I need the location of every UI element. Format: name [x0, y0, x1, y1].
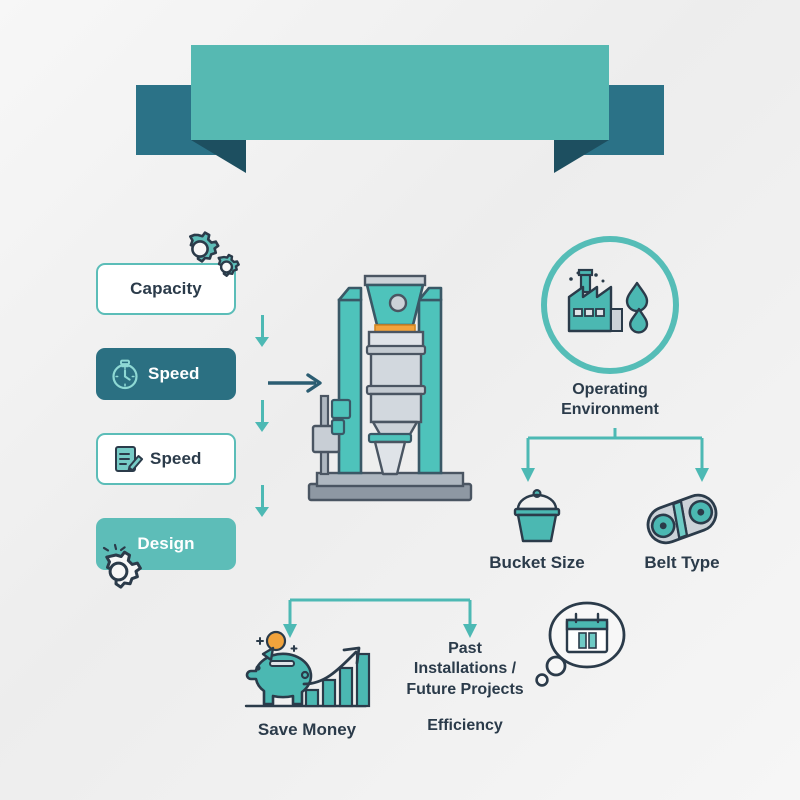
operating-environment-ring — [541, 236, 679, 374]
flow-step-capacity-label: Capacity — [130, 279, 202, 298]
flow-step-capacity[interactable]: Capacity — [96, 263, 236, 315]
factory-water-drops-icon — [567, 268, 649, 334]
flow-arrow-3 — [255, 507, 269, 517]
flow-step-design-label: Design — [137, 534, 195, 553]
flow-step-speed-primary[interactable]: Speed — [96, 348, 236, 400]
branch-belt-type[interactable]: Belt Type — [622, 487, 742, 573]
flow-connector-2 — [261, 400, 264, 424]
flow-step-speed-secondary-label: Speed — [150, 449, 202, 468]
outcome-save-money-label: Save Money — [257, 720, 357, 739]
bucket-elevator-machine — [307, 274, 473, 502]
right-arrow-icon — [268, 373, 322, 393]
outcome-title-line3: Future Projects — [406, 680, 524, 698]
flow-connector-3 — [261, 485, 264, 509]
flow-step-speed-secondary[interactable]: Speed — [96, 433, 236, 485]
outcomes-branch-connector — [283, 598, 477, 638]
outcome-save-money[interactable]: Save Money — [232, 630, 382, 740]
piggy-bank-growth-chart-icon — [244, 630, 371, 708]
ribbon-fold-right — [554, 140, 609, 173]
outcome-title-line1: Past — [448, 640, 482, 657]
branch-belt-type-label: Belt Type — [644, 553, 720, 572]
piggy-bank-icon-wrap — [232, 630, 382, 712]
ribbon-fold-left — [191, 140, 246, 173]
flow-arrow-1 — [255, 337, 269, 347]
operating-environment-label-line2: Environment — [561, 401, 659, 418]
flow-step-speed-primary-label: Speed — [148, 364, 200, 383]
outcome-past-installations[interactable]: Past Installations / Future Projects Eff… — [391, 639, 539, 735]
flow-arrow-2 — [255, 422, 269, 432]
branch-bucket-size-label: Bucket Size — [489, 553, 585, 572]
belt-icon-wrap — [622, 487, 742, 545]
environment-branch-connector — [521, 428, 709, 482]
belt-pulley-icon — [646, 493, 718, 545]
flow-connector-1 — [261, 315, 264, 339]
notepad-pencil-icon — [115, 446, 144, 472]
outcome-efficiency-label: Efficiency — [427, 717, 503, 735]
operating-environment-node[interactable] — [541, 236, 679, 374]
ribbon-banner — [136, 45, 664, 173]
bucket-icon-wrap — [477, 487, 597, 545]
stopwatch-icon — [112, 359, 138, 390]
operating-environment-label-line1: Operating — [572, 381, 648, 398]
gear-icon — [102, 543, 142, 589]
gears-icon — [189, 231, 240, 277]
operating-environment-label: Operating Environment — [516, 380, 704, 420]
branch-bucket-size[interactable]: Bucket Size — [477, 487, 597, 573]
bucket-icon — [513, 488, 561, 543]
outcome-title-line2: Installations / — [413, 660, 517, 678]
ribbon-title — [191, 45, 609, 140]
outcome-past-installations-title: Past Installations / Future Projects — [391, 639, 539, 700]
thought-bubble-calendar-icon — [535, 601, 626, 687]
